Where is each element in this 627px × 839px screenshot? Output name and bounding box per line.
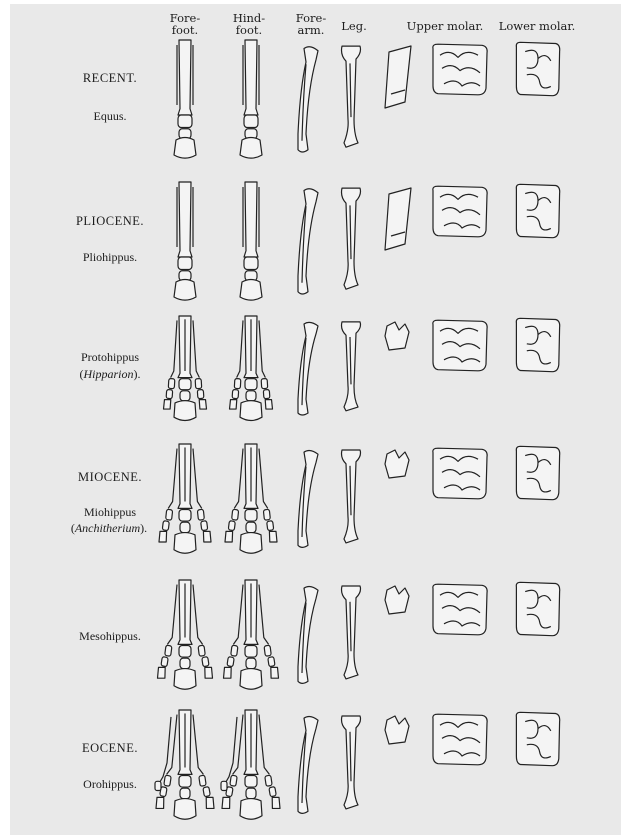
hindfoot-bone-row-3 <box>230 316 273 421</box>
forefoot-bone-row-5 <box>158 580 213 689</box>
leg-bone-row-5 <box>342 586 361 679</box>
forearm-bone-row-1 <box>298 47 318 152</box>
hindfoot-bone-row-4 <box>225 444 277 553</box>
hindfoot-bone-row-5 <box>224 580 279 689</box>
upper-molar-row-2 <box>433 186 487 237</box>
leg-bone-row-3 <box>342 322 361 411</box>
upper-molar-row-3 <box>433 320 487 371</box>
upper-molar-row-1 <box>433 44 487 95</box>
side-tooth-row-2 <box>385 188 411 250</box>
upper-molar-row-6 <box>433 714 487 765</box>
side-tooth-row-1 <box>385 46 411 108</box>
upper-molar-row-5 <box>433 584 487 635</box>
lower-molar-row-1 <box>516 42 559 95</box>
forearm-bone-row-2 <box>298 189 318 294</box>
leg-bone-row-4 <box>342 450 361 543</box>
hindfoot-bone-row-2 <box>240 182 262 300</box>
forefoot-bone-row-3 <box>164 316 207 421</box>
forefoot-bone-row-6 <box>155 710 214 819</box>
forefoot-bone-row-4 <box>159 444 211 553</box>
forearm-bone-row-3 <box>298 322 318 415</box>
leg-bone-row-2 <box>342 188 361 289</box>
forearm-bone-row-4 <box>298 450 318 547</box>
lower-molar-row-4 <box>516 446 559 499</box>
hindfoot-bone-row-6 <box>221 710 280 819</box>
forefoot-bone-row-1 <box>174 40 196 158</box>
forefoot-bone-row-2 <box>174 182 196 300</box>
leg-bone-row-1 <box>342 46 361 147</box>
side-tooth-row-5 <box>385 586 409 614</box>
forearm-bone-row-5 <box>298 586 318 683</box>
side-tooth-row-3 <box>385 322 409 350</box>
side-tooth-row-6 <box>385 716 409 744</box>
upper-molar-row-4 <box>433 448 487 499</box>
lower-molar-row-3 <box>516 318 559 371</box>
lower-molar-row-2 <box>516 184 559 237</box>
lower-molar-row-5 <box>516 582 559 635</box>
side-tooth-row-4 <box>385 450 409 478</box>
forearm-bone-row-6 <box>298 716 318 813</box>
hindfoot-bone-row-1 <box>240 40 262 158</box>
lower-molar-row-6 <box>516 712 559 765</box>
leg-bone-row-6 <box>342 716 361 809</box>
